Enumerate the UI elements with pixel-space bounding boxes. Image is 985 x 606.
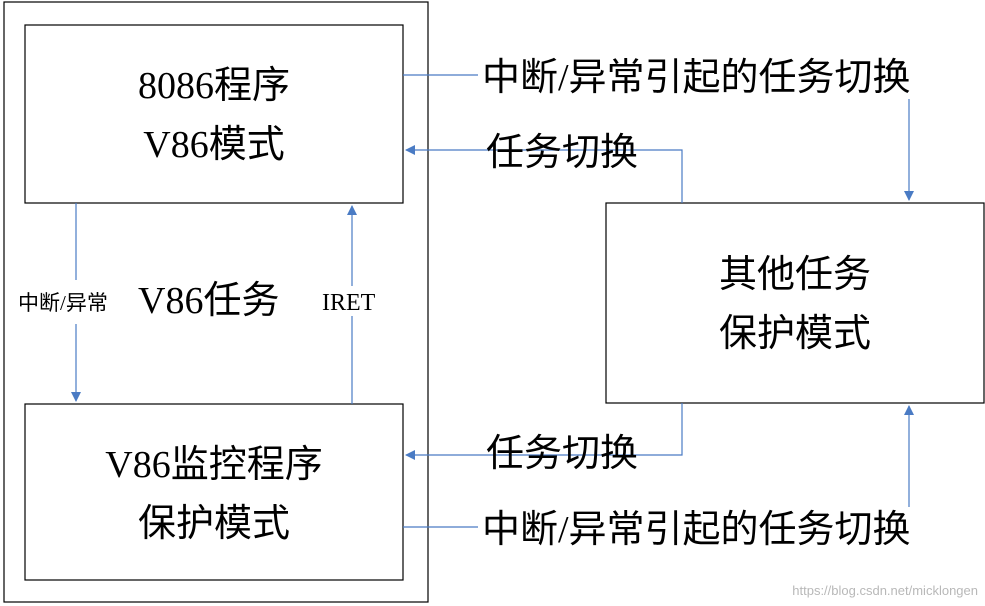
label-left-interrupt: 中断/异常: [18, 291, 108, 315]
watermark-url: https://blog.csdn.net/micklongen: [792, 583, 978, 598]
label-top-task-switch: 任务切换: [486, 132, 638, 174]
label-v86-task: V86任务: [138, 280, 279, 322]
top-box-line1: 8086程序: [138, 65, 290, 107]
label-bottom-interrupt-switch: 中断/异常引起的任务切换: [482, 509, 911, 551]
bottom-box-line1: V86监控程序: [105, 444, 322, 486]
label-bottom-task-switch: 任务切换: [486, 433, 638, 475]
box-8086-program: [24, 24, 404, 204]
box-v86-monitor: [24, 403, 404, 581]
top-box-line2: V86模式: [143, 124, 284, 166]
box-other-task: [605, 202, 985, 404]
label-iret: IRET: [322, 290, 376, 316]
bottom-box-line2: 保护模式: [138, 503, 290, 545]
label-top-interrupt-switch: 中断/异常引起的任务切换: [482, 57, 911, 99]
arrow-top-task-switch: [405, 145, 683, 203]
right-box-line2: 保护模式: [719, 313, 871, 355]
arrow-bottom-task-switch: [405, 403, 683, 460]
right-box-line1: 其他任务: [719, 254, 871, 296]
v86-task-frame: [3, 1, 429, 603]
